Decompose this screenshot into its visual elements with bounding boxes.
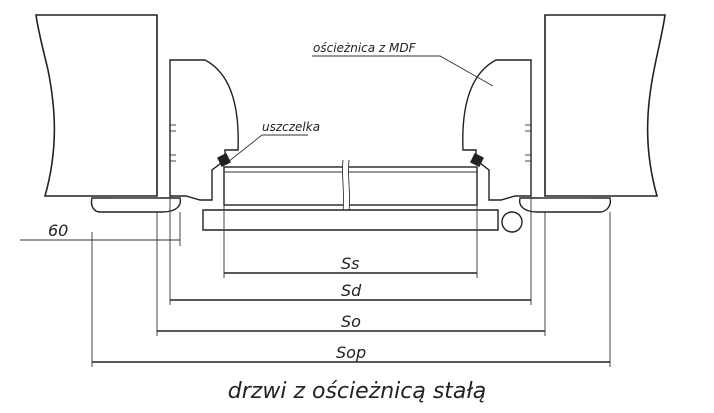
seal-label: uszczelka bbox=[262, 120, 320, 134]
door-leaf bbox=[223, 166, 478, 206]
frame-material-label: ościeżnica z MDF bbox=[313, 41, 417, 55]
dimension-so-label: So bbox=[341, 312, 361, 331]
dimension-sop: Sop bbox=[91, 212, 611, 367]
offset-dimension-label: 60 bbox=[48, 221, 68, 240]
threshold bbox=[202, 209, 499, 231]
offset-dimension: 60 bbox=[20, 212, 181, 246]
dimension-so: So bbox=[156, 212, 546, 336]
right-wall bbox=[544, 14, 666, 197]
left-seal bbox=[217, 153, 231, 167]
seal-leader bbox=[227, 134, 308, 163]
leaf-break-mark bbox=[341, 159, 351, 213]
frame-material-leader bbox=[312, 55, 494, 87]
right-frame-jamb bbox=[462, 59, 532, 201]
hinge-circle bbox=[501, 211, 523, 233]
dimension-sd: Sd bbox=[169, 196, 532, 305]
left-architrave bbox=[90, 197, 182, 213]
dimension-sd-label: Sd bbox=[341, 281, 362, 300]
left-wall bbox=[35, 14, 158, 197]
dimension-sop-label: Sop bbox=[336, 343, 366, 362]
caption: drzwi z ościeżnicą stałą bbox=[228, 379, 486, 404]
dimension-ss: Ss bbox=[223, 205, 478, 278]
right-seal bbox=[470, 153, 484, 167]
right-architrave bbox=[518, 197, 612, 213]
dimension-ss-label: Ss bbox=[341, 254, 360, 273]
left-frame-jamb bbox=[169, 59, 239, 201]
